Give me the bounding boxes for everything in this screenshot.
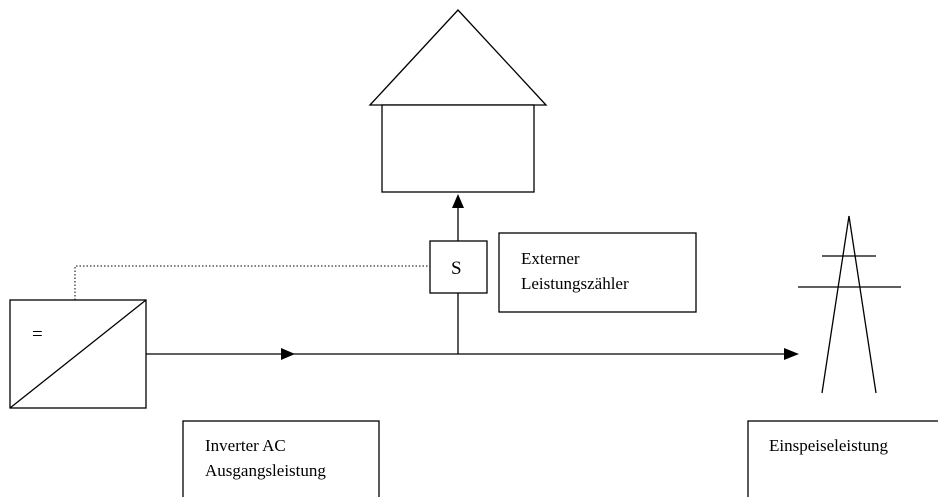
inverter-icon: = <box>9 299 147 409</box>
inverter-label-line2: Ausgangsleistung <box>205 461 326 480</box>
arrow-right-flow <box>281 348 295 360</box>
house-body <box>381 104 535 193</box>
meter-box: S <box>429 240 488 294</box>
inverter-dc-symbol: = <box>32 324 43 345</box>
meter-symbol: S <box>451 258 462 279</box>
meter-label-line1: Externer <box>521 249 580 268</box>
meter-label-box: Externer Leistungszähler <box>498 232 697 313</box>
inverter-label-line1: Inverter AC <box>205 436 286 455</box>
house-icon <box>368 9 548 193</box>
arrow-right-to-grid <box>784 348 799 360</box>
house-roof <box>368 9 548 106</box>
grid-label-box: Einspeiseleistung <box>747 420 938 497</box>
grid-label: Einspeiseleistung <box>769 436 888 455</box>
meter-label-line2: Leistungszähler <box>521 274 629 293</box>
power-pylon-icon <box>798 215 901 394</box>
arrow-up-to-house <box>452 194 464 208</box>
inverter-label-box: Inverter AC Ausgangsleistung <box>182 420 380 497</box>
meter-communication-line <box>74 265 430 300</box>
